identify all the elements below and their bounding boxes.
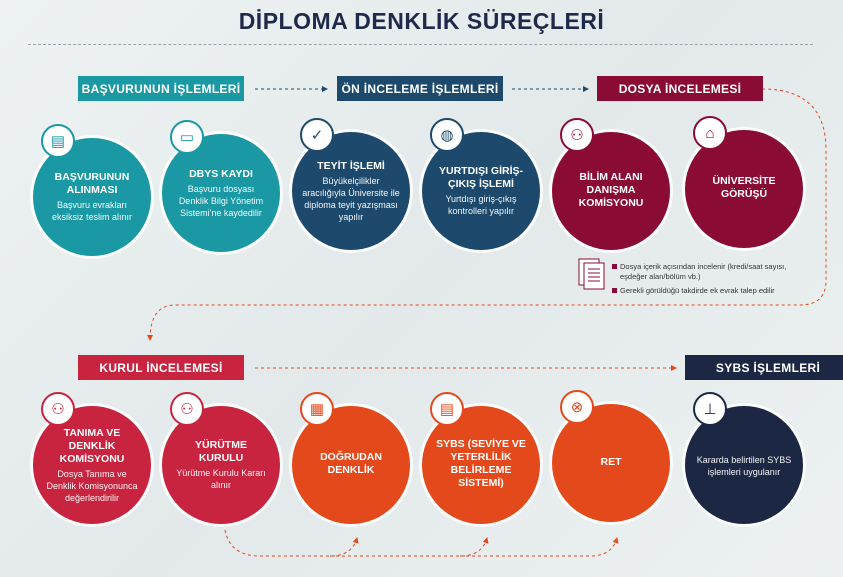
passport-icon: ◍ [430, 118, 464, 152]
step-title: BAŞVURUNUN ALINMASI [54, 171, 130, 196]
step-circle: BAŞVURUNUN ALINMASI Başvuru evrakları eks… [33, 138, 151, 256]
step-circle: SYBS (SEVİYE VE YETERLİLİK BELİRLEME SİS… [422, 406, 540, 524]
note-item: Gerekli görüldüğü takdirde ek evrak tale… [612, 286, 792, 296]
step-description: Yürütme Kurulu Kararı alınır [176, 468, 266, 490]
arrow-7 [460, 537, 619, 557]
document-icon: ▤ [41, 124, 75, 158]
step-title: TANIMA VE DENKLİK KOMİSYONU [59, 426, 125, 465]
section-on-inceleme: ÖN İNCELEME İŞLEMLERİ [337, 76, 503, 101]
step-title: DOĞRUDAN DENKLİK [320, 451, 382, 476]
step-title: DBYS KAYDI [189, 167, 253, 180]
step-circle: YÜRÜTME KURULU Yürütme Kurulu Kararı alın… [162, 406, 280, 524]
stamp-icon: ⊥ [693, 392, 727, 426]
step-description: Başvuru dosyası Denklik Bilgi Yönetim Si… [178, 183, 264, 218]
step-circle: DBYS KAYDI Başvuru dosyası Denklik Bilgi … [162, 134, 280, 252]
step-circle: TEYİT İŞLEMİ Büyükelçilikler aracılığıyla… [292, 132, 410, 250]
rejected-document-icon: ⊗ [560, 390, 594, 424]
people-icon: ⚇ [560, 118, 594, 152]
step-title: TEYİT İŞLEMİ [317, 159, 385, 172]
step-title: YURTDIŞI GİRİŞ-ÇIKIŞ İŞLEMİ [438, 165, 523, 190]
step-circle: YURTDIŞI GİRİŞ-ÇIKIŞ İŞLEMİ Yurtdışı giri… [422, 132, 540, 250]
notes: Dosya içerik açısından incelenir (kredi/… [612, 262, 792, 300]
page-title: DİPLOMA DENKLİK SÜREÇLERİ [238, 8, 605, 34]
section-sybs: SYBS İŞLEMLERİ [685, 355, 843, 380]
step-title: RET [600, 455, 622, 468]
documents-icon [578, 258, 605, 290]
note-item: Dosya içerik açısından incelenir (kredi/… [612, 262, 792, 282]
section-dosya: DOSYA İNCELEMESİ [597, 76, 763, 101]
step-description: Kararda belirtilen SYBS işlemleri uygula… [696, 455, 792, 477]
divider [28, 44, 813, 45]
step-circle: DOĞRUDAN DENKLİK [292, 406, 410, 524]
step-description: Dosya Tanıma ve Denklik Komisyonunca değ… [46, 468, 138, 503]
step-description: Büyükelçilikler aracılığıyla Üniversite … [302, 175, 400, 222]
step-circle: RET [552, 404, 670, 522]
step-title: SYBS (SEVİYE VE YETERLİLİK BELİRLEME SİS… [436, 438, 526, 489]
people-icon: ⚇ [41, 392, 75, 426]
step-description: Yurtdışı giriş-çıkış kontrolleri yapılır [445, 194, 517, 216]
step-circle: BİLİM ALANI DANIŞMA KOMİSYONU [552, 132, 670, 250]
step-circle: ÜNİVERSİTE GÖRÜŞÜ [685, 130, 803, 248]
document-icon: ▤ [430, 392, 464, 426]
step-title: YÜRÜTME KURULU [195, 439, 247, 464]
step-circle: Kararda belirtilen SYBS işlemleri uygula… [685, 406, 803, 524]
section-basvuru: BAŞVURUNUN İŞLEMLERİ [78, 76, 244, 101]
verified-document-icon: ✓ [300, 118, 334, 152]
step-description: Başvuru evrakları eksiksiz teslim alınır [51, 200, 132, 222]
arrow-5 [224, 529, 359, 557]
step-title: ÜNİVERSİTE GÖRÜŞÜ [712, 175, 776, 200]
certificate-icon: ▦ [300, 392, 334, 426]
people-icon: ⚇ [170, 392, 204, 426]
university-icon: ⌂ [693, 116, 727, 150]
arrow-6 [330, 537, 489, 557]
step-title: BİLİM ALANI DANIŞMA KOMİSYONU [578, 170, 644, 209]
monitor-icon: ▭ [170, 120, 204, 154]
section-kurul: KURUL İNCELEMESİ [78, 355, 244, 380]
arrow-3 [147, 88, 827, 341]
